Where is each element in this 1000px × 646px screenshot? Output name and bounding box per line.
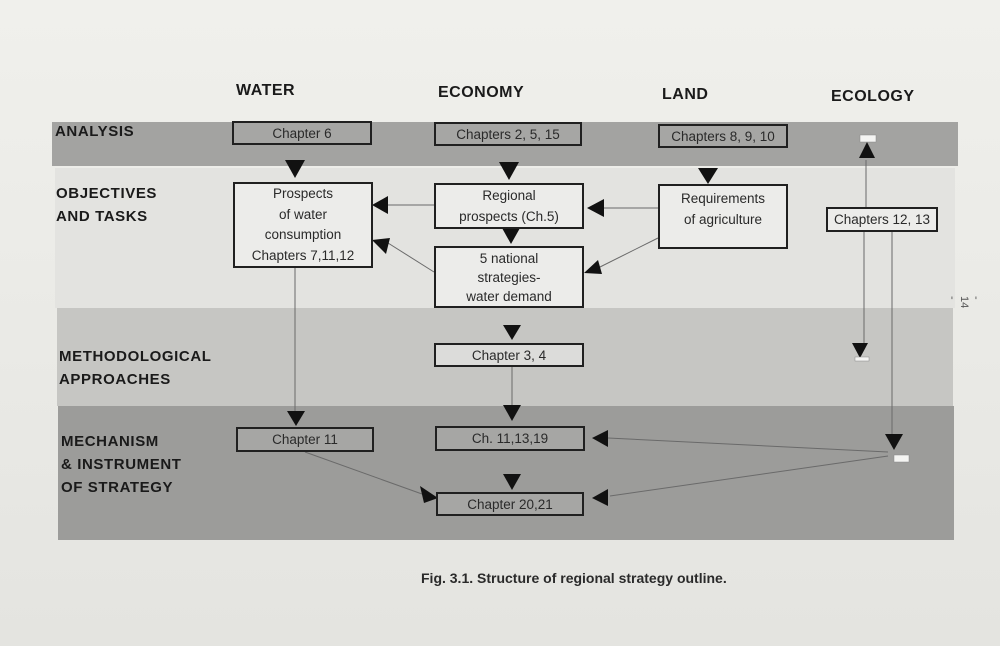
box-text: strategies- [477, 269, 541, 285]
ecology-marker-icon [893, 454, 910, 463]
connector-line [597, 237, 659, 269]
arrow-down-icon [503, 474, 521, 490]
arrow-down-icon [698, 168, 718, 184]
column-header-water: WATER [236, 82, 296, 99]
box-ecology-chapters: Chapters 12, 13 [826, 207, 938, 232]
box-text: Chapters 12, 13 [833, 212, 931, 227]
box-water-prospects: Prospects of water consumption Chapters … [233, 182, 373, 268]
row-label-objectives: OBJECTIVES AND TASKS [56, 182, 157, 228]
arrow-left-icon [592, 489, 608, 506]
box-text: prospects (Ch.5) [459, 209, 559, 224]
connector-line [607, 437, 889, 453]
arrow-right-icon [420, 486, 438, 503]
arrow-down-icon [852, 343, 868, 358]
arrow-left-icon [372, 196, 388, 214]
box-text: Regional [482, 188, 536, 203]
box-water-analysis: Chapter 6 [232, 121, 372, 145]
arrow-up-icon [859, 142, 875, 158]
ecology-marker-icon [859, 134, 877, 143]
row-label-methodological-line: METHODOLOGICAL [59, 348, 212, 365]
box-methods-chapters: Chapter 3, 4 [434, 343, 584, 367]
arrow-left-icon [587, 199, 604, 217]
row-label-mechanism-line: MECHANISM [61, 433, 159, 450]
figure-caption: Fig. 3.1. Structure of regional strategy… [421, 570, 727, 586]
arrow-left-icon [372, 238, 390, 254]
box-requirements-agriculture: Requirements of agriculture [658, 184, 788, 249]
box-economy-analysis: Chapters 2, 5, 15 [434, 122, 582, 146]
box-land-analysis: Chapters 8, 9, 10 [658, 124, 788, 148]
connector-line [304, 451, 423, 495]
column-header-land: LAND [662, 86, 709, 103]
box-text: Requirements [680, 191, 766, 206]
connector-line [609, 455, 889, 497]
row-label-mechanism-line: & INSTRUMENT [61, 456, 182, 473]
box-text: Chapter 11 [272, 432, 338, 447]
box-national-strategies: 5 national strategies- water demand [434, 246, 584, 308]
box-text: Chapters 2, 5, 15 [456, 126, 560, 142]
column-header-ecology: ECOLOGY [831, 88, 915, 105]
box-text: Chapters 8, 9, 10 [671, 128, 775, 144]
row-label-methodological-line: APPROACHES [59, 371, 171, 388]
row-label-objectives-line: AND TASKS [56, 208, 148, 225]
arrow-down-icon [503, 325, 521, 340]
box-text: consumption [264, 227, 342, 242]
arrow-down-icon [285, 160, 305, 178]
box-text: 5 national [479, 250, 539, 266]
arrow-down-icon [502, 228, 520, 244]
row-label-objectives-line: OBJECTIVES [56, 185, 158, 202]
arrow-down-icon [885, 434, 903, 450]
box-final-chapters: Chapter 20,21 [436, 492, 584, 516]
row-label-analysis: ANALYSIS [55, 120, 134, 143]
box-text: Chapter 6 [272, 125, 332, 141]
connector-line [387, 242, 435, 273]
box-regional-prospects: Regional prospects (Ch.5) [434, 183, 584, 229]
column-header-economy: ECONOMY [438, 84, 525, 101]
box-text: Chapter 3, 4 [471, 347, 547, 363]
box-text: Chapter 20,21 [467, 496, 553, 512]
box-text: Chapters 7,11,12 [251, 247, 355, 263]
box-text: water demand [466, 288, 552, 304]
box-economy-mechanism: Ch. 11,13,19 [435, 426, 585, 451]
arrow-left-icon [592, 430, 608, 447]
row-label-mechanism: MECHANISM & INSTRUMENT OF STRATEGY [61, 430, 182, 499]
box-text: Ch. 11,13,19 [471, 431, 549, 446]
ecology-marker-icon [854, 356, 870, 362]
arrow-down-icon [287, 411, 305, 426]
arrow-left-icon [584, 260, 602, 274]
box-text: of water [278, 206, 328, 222]
box-text: of agriculture [683, 212, 763, 227]
box-water-mechanism: Chapter 11 [236, 427, 374, 452]
arrow-down-icon [503, 405, 521, 421]
page-number: - 14 - [946, 296, 982, 309]
box-text: Prospects [272, 186, 334, 201]
row-label-mechanism-line: OF STRATEGY [61, 479, 174, 496]
arrow-down-icon [499, 162, 519, 180]
row-label-methodological: METHODOLOGICAL APPROACHES [59, 345, 212, 391]
row-label-analysis-line: ANALYSIS [55, 123, 135, 140]
